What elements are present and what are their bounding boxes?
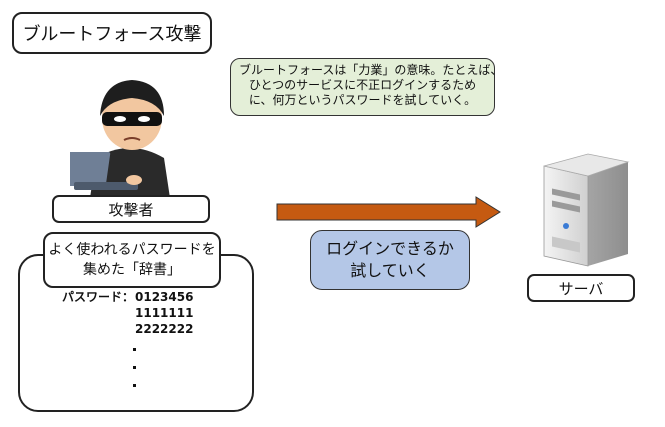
dictionary-title-line-2: 集めた「辞書」 [83, 262, 181, 278]
right-arrow [276, 196, 501, 228]
server-label: サーバ [527, 274, 635, 302]
password-list: 0123456 1111111 2222222 [135, 289, 193, 337]
password-entry-3: 2222222 [135, 322, 194, 336]
dictionary-title-line-1: よく使われるパスワードを [48, 242, 216, 258]
action-line-2: 試していく [350, 261, 430, 280]
ellipsis-dot-2 [133, 366, 136, 369]
explanation-note: ブルートフォースは「力業」の意味。たとえば、 ひとつのサービスに不正ログインする… [230, 58, 503, 116]
server-icon [543, 153, 630, 267]
password-label: パスワード： [62, 290, 135, 304]
action-line-1: ログインできるか [326, 239, 454, 258]
diagram-title: ブルートフォース攻撃 [12, 12, 212, 54]
action-box: ログインできるか 試していく [310, 230, 470, 290]
note-line-1: ブルートフォースは「力業」の意味。たとえば、 [239, 63, 503, 77]
password-entry-2: 1111111 [135, 306, 194, 320]
ellipsis-dot-1 [133, 348, 136, 351]
password-entry-1: 0123456 [135, 290, 194, 304]
ellipsis-dot-3 [133, 384, 136, 387]
dictionary-title: よく使われるパスワードを 集めた「辞書」 [43, 232, 221, 288]
note-line-3: に、何万というパスワードを試していく。 [248, 93, 477, 107]
attacker-label: 攻撃者 [52, 195, 210, 223]
note-line-2: ひとつのサービスに不正ログインするため [248, 78, 477, 92]
hacker-illustration [70, 80, 170, 198]
